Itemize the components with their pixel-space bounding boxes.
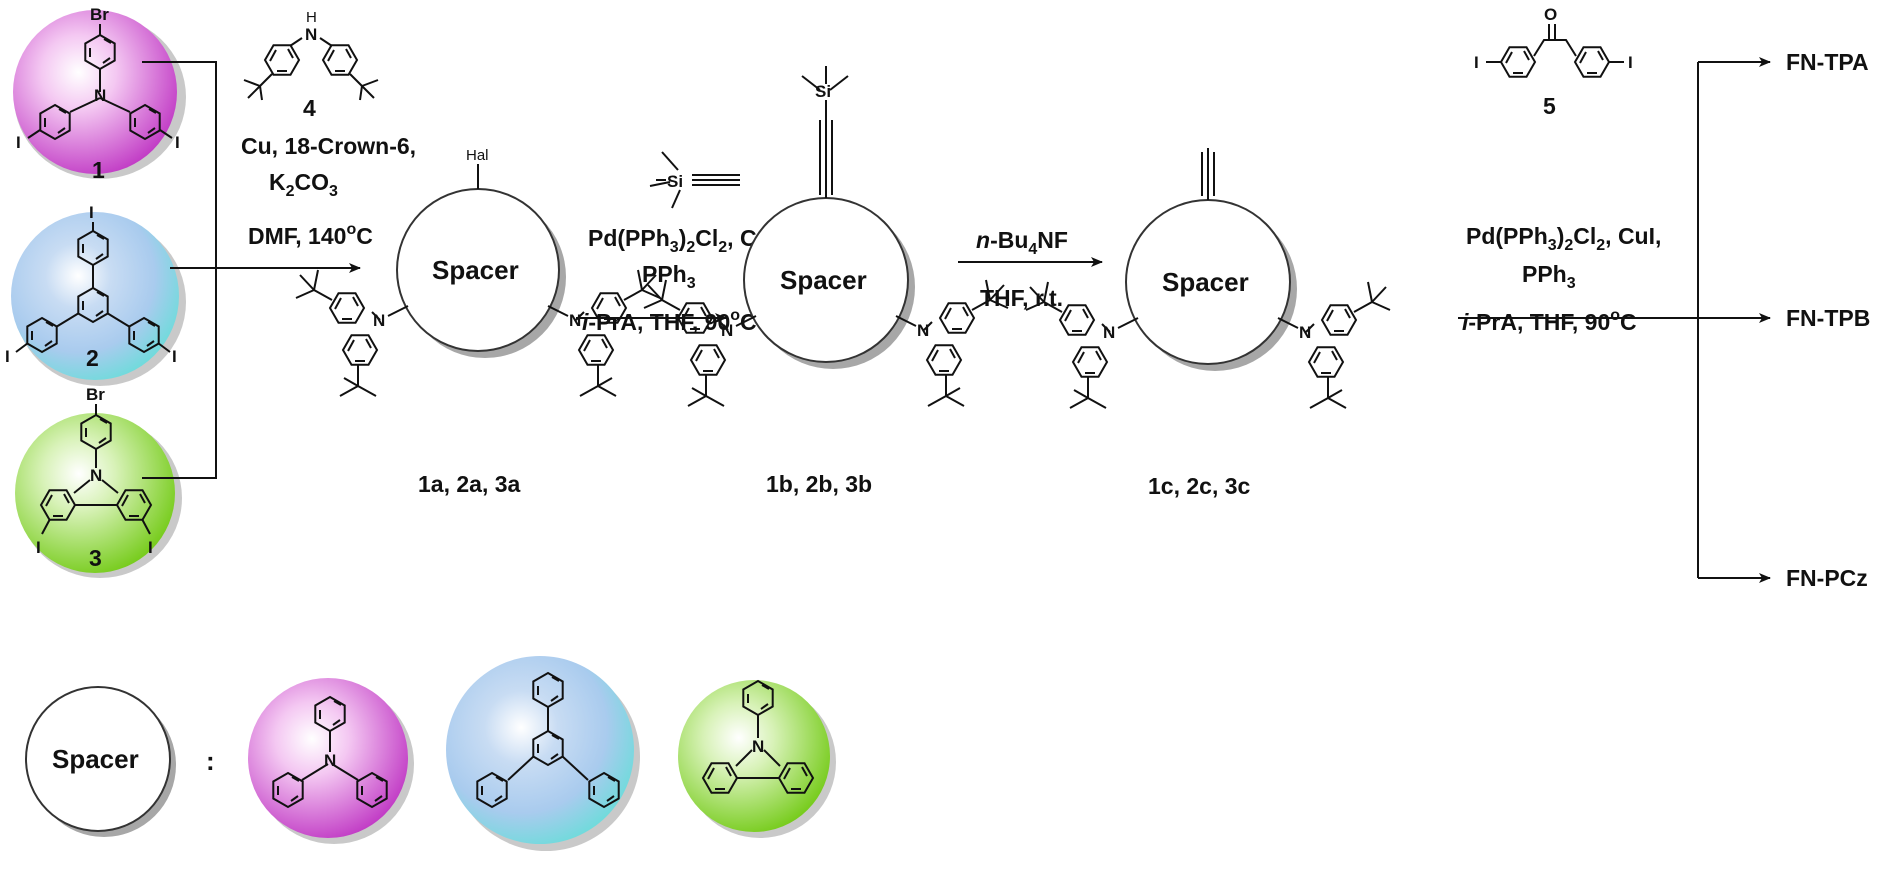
nitrogen-label: N xyxy=(305,25,317,44)
product-fn-tpa: FN-TPA xyxy=(1786,49,1869,75)
tpb-spacer-sphere-icon xyxy=(11,212,179,380)
iodine-label: I xyxy=(89,203,94,222)
tpa-spacer-sphere-icon xyxy=(248,678,408,838)
carbazole-spacer-sphere-icon xyxy=(15,413,175,573)
intermediate-b-label: 1b, 2b, 3b xyxy=(766,471,872,497)
step3-condition-2: THF, r.t. xyxy=(980,285,1063,311)
spacer-legend: Spacer : N N xyxy=(25,656,836,851)
legend-colon: : xyxy=(206,746,215,776)
iodine-label: I xyxy=(1474,53,1479,72)
intermediate-a-label: 1a, 2a, 3a xyxy=(418,471,521,497)
silicon-label: Si xyxy=(815,82,831,101)
nitrogen-label: N xyxy=(1299,323,1311,342)
step1-conditions: H N 4 Cu, 18-Crown-6, K2CO3 DMF, 140oC xyxy=(241,9,416,249)
spacer-circle-icon xyxy=(25,686,171,832)
step2-conditions: Si Pd(PPh3)2Cl2, CuI, PPh3 i-PrA, THF, 9… xyxy=(582,151,783,335)
intermediate-c: Spacer N N 1c, 2c, 3c xyxy=(1026,148,1390,499)
step4-condition-1: Pd(PPh3)2Cl2, CuI, xyxy=(1466,223,1661,254)
starting-material-1: Br N I I 1 xyxy=(13,5,186,183)
step4-conditions: O I I 5 Pd(PPh3)2Cl2, CuI, PPh3 i-PrA, T… xyxy=(1462,5,1661,335)
carbazole-spacer-sphere-icon xyxy=(678,680,830,832)
step4-condition-3: i-PrA, THF, 90oC xyxy=(1462,307,1637,335)
step1-condition-3: DMF, 140oC xyxy=(248,221,373,249)
intermediate-b: Si Spacer N N 1b, 2b, 3b xyxy=(644,66,1008,497)
nitrogen-label: N xyxy=(90,466,102,485)
nitrogen-label: N xyxy=(569,311,581,330)
intermediate-a: Hal Spacer N N 1a, 2a, 3a xyxy=(296,147,660,497)
step3-condition-1: n-Bu4NF xyxy=(976,227,1068,258)
nitrogen-label: N xyxy=(1103,323,1115,342)
step2-condition-3: i-PrA, THF, 90oC xyxy=(582,307,757,335)
nitrogen-label: N xyxy=(373,311,385,330)
iodine-label: I xyxy=(148,538,153,557)
spacer-label: Spacer xyxy=(432,255,519,285)
step3-conditions: n-Bu4NF THF, r.t. xyxy=(976,227,1068,311)
product-fn-pcz: FN-PCz xyxy=(1786,565,1868,591)
iodine-label: I xyxy=(1628,53,1633,72)
starting-material-2: I I I 2 xyxy=(5,203,186,386)
product-fn-tpb: FN-TPB xyxy=(1786,305,1870,331)
bromine-label: Br xyxy=(86,385,105,404)
compound-number: 1 xyxy=(92,157,105,183)
step1-condition-1: Cu, 18-Crown-6, xyxy=(241,133,416,159)
reagent-number: 5 xyxy=(1543,93,1556,119)
spacer-label: Spacer xyxy=(1162,267,1249,297)
starting-materials-bracket xyxy=(142,61,217,479)
intermediate-c-label: 1c, 2c, 3c xyxy=(1148,473,1251,499)
nitrogen-label: N xyxy=(721,321,733,340)
legend-spacer-label: Spacer xyxy=(52,744,139,774)
step4-condition-2: PPh3 xyxy=(1522,261,1576,292)
reagent-number: 4 xyxy=(303,95,316,121)
iodine-label: I xyxy=(175,133,180,152)
nitrogen-label: N xyxy=(752,737,764,756)
iodine-label: I xyxy=(5,347,10,366)
oxygen-label: O xyxy=(1544,5,1557,24)
iodine-label: I xyxy=(16,133,21,152)
spacer-label: Spacer xyxy=(780,265,867,295)
nitrogen-label: N xyxy=(917,321,929,340)
nh-hydrogen-label: H xyxy=(306,9,317,26)
nitrogen-label: N xyxy=(94,86,106,105)
nitrogen-label: N xyxy=(324,751,336,770)
iodine-label: I xyxy=(172,347,177,366)
silicon-label: Si xyxy=(667,172,683,191)
iodine-label: I xyxy=(36,538,41,557)
step2-condition-1: Pd(PPh3)2Cl2, CuI, xyxy=(588,225,783,256)
step2-condition-2: PPh3 xyxy=(642,261,696,292)
compound-number: 2 xyxy=(86,345,99,371)
starting-material-3: Br N I I 3 xyxy=(15,385,182,578)
tpb-spacer-sphere-icon xyxy=(446,656,634,844)
halide-label: Hal xyxy=(466,147,489,164)
step1-condition-2: K2CO3 xyxy=(269,169,338,200)
bromine-label: Br xyxy=(90,5,109,24)
compound-number: 3 xyxy=(89,545,102,571)
